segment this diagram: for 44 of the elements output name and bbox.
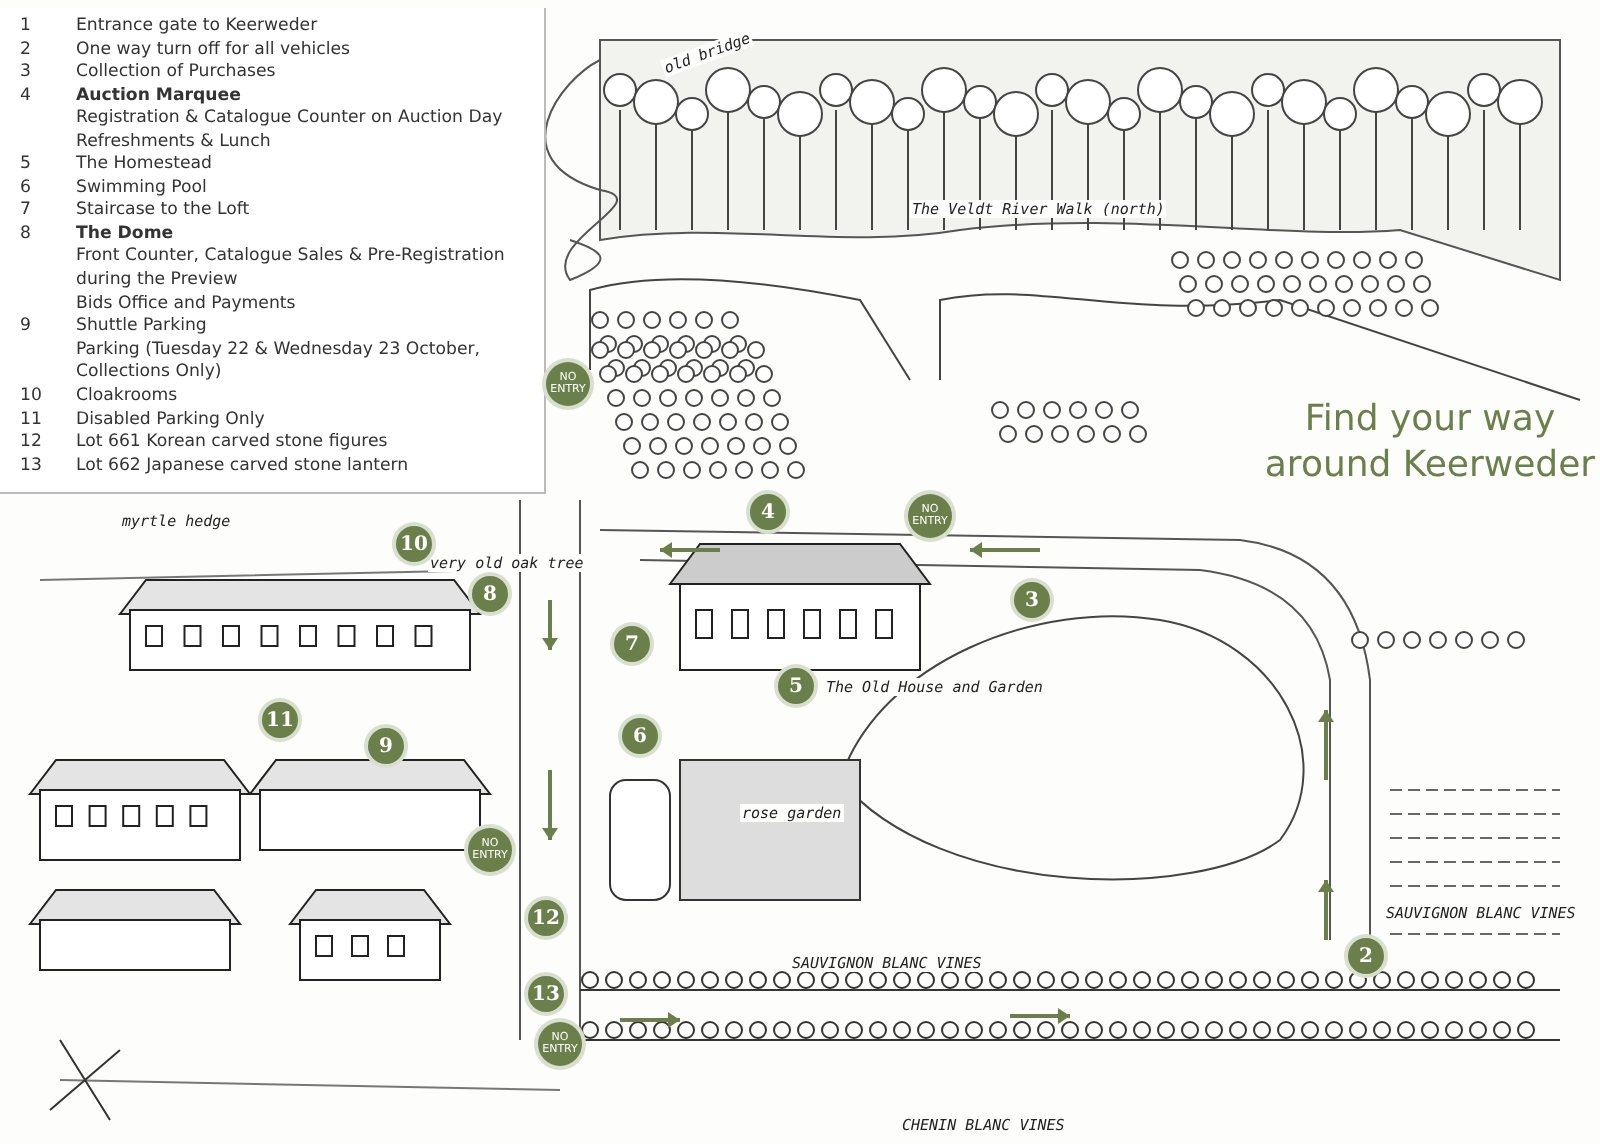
callout-number: 13 xyxy=(20,455,42,475)
key-entry: Bids Office and Payments xyxy=(76,293,296,313)
key-entry: Disabled Parking Only xyxy=(76,409,265,429)
key-entry: The Dome xyxy=(76,223,174,243)
location-marker: 4 xyxy=(750,494,786,530)
key-entry: Lot 662 Japanese carved stone lantern xyxy=(76,455,409,475)
location-marker: 5 xyxy=(778,668,814,704)
callout-number: 3 xyxy=(20,62,31,82)
key-entry: Collection of Purchases xyxy=(76,62,276,82)
key-entry: Front Counter, Catalogue Sales & Pre-Registration during the Preview xyxy=(76,246,507,292)
callout-number: 4 xyxy=(20,85,31,105)
key-entry: Cloakrooms xyxy=(76,386,178,406)
key-entry: Auction Marquee xyxy=(76,85,241,105)
callout-number: 9 xyxy=(20,316,31,336)
key-entry: Parking (Tuesday 22 & Wednesday 23 October, Collections Only) xyxy=(76,339,483,385)
location-marker: 6 xyxy=(622,718,658,754)
key-entry: Staircase to the Loft xyxy=(76,200,250,220)
callout-number: 12 xyxy=(20,432,42,452)
callout-number: 2 xyxy=(20,39,31,59)
callout-number: 1 xyxy=(20,16,31,36)
location-marker: 12 xyxy=(528,900,564,936)
callout-number: 11 xyxy=(20,409,42,429)
callout-number: 8 xyxy=(20,223,31,243)
location-marker: 8 xyxy=(472,576,508,612)
map-title: Find your way around Keerweder xyxy=(1262,396,1598,488)
key-entry: The Homestead xyxy=(76,154,212,174)
key-entry: Registration & Catalogue Counter on Auction Day xyxy=(76,108,503,128)
key-entry: Shuttle Parking xyxy=(76,316,207,336)
callout-number: 10 xyxy=(20,386,42,406)
callout-number: 7 xyxy=(20,200,31,220)
location-marker: 2 xyxy=(1348,938,1384,974)
key-entry: Lot 661 Korean carved stone figures xyxy=(76,432,388,452)
key-entry: Entrance gate to Keerweder xyxy=(76,16,318,36)
callout-number: 5 xyxy=(20,154,31,174)
location-marker: 11 xyxy=(262,702,298,738)
location-marker: 13 xyxy=(528,976,564,1012)
location-marker: 10 xyxy=(396,526,432,562)
location-marker: 7 xyxy=(614,626,650,662)
key-entry: Swimming Pool xyxy=(76,177,207,197)
key-entry: Refreshments & Lunch xyxy=(76,131,271,151)
key-entry: One way turn off for all vehicles xyxy=(76,39,351,59)
location-marker: 3 xyxy=(1014,582,1050,618)
callout-number: 6 xyxy=(20,177,31,197)
location-marker: 9 xyxy=(368,728,404,764)
